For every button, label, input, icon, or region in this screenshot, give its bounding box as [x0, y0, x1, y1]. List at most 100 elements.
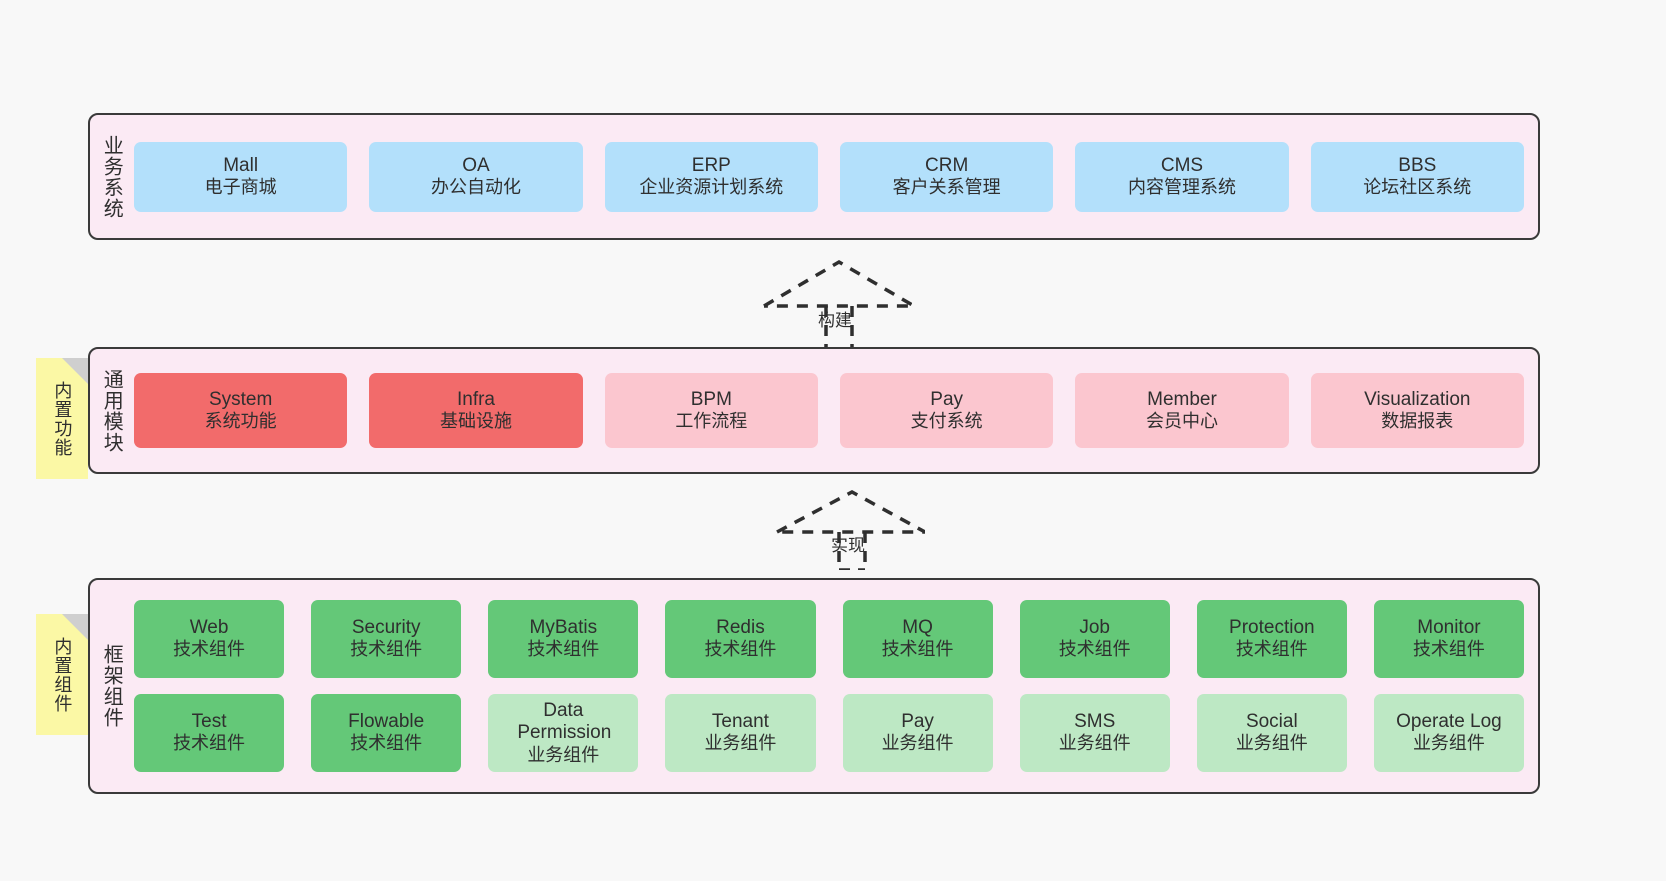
box-title-cn: 技术组件 — [881, 639, 954, 660]
box-title-cn: 系统功能 — [204, 410, 277, 431]
box-cms[interactable]: CMS 内容管理系统 — [1075, 141, 1289, 212]
box-title-en: Tenant — [711, 711, 769, 732]
box-title-en: Mall — [223, 154, 259, 176]
box-title-en: Infra — [456, 388, 495, 410]
box-bpm[interactable]: BPM 工作流程 — [604, 373, 818, 448]
box-bbs[interactable]: BBS 论坛社区系统 — [1310, 141, 1524, 212]
box-title-cn: 支付系统 — [910, 410, 983, 431]
box-mq[interactable]: MQ 技术组件 — [842, 600, 993, 678]
box-tenant[interactable]: Tenant 业务组件 — [665, 694, 816, 772]
box-title-cn: 客户关系管理 — [892, 176, 1001, 197]
connector-build-label: 构建 — [818, 311, 852, 330]
box-monitor[interactable]: Monitor 技术组件 — [1373, 600, 1524, 678]
box-pay-component[interactable]: Pay 业务组件 — [842, 694, 993, 772]
box-title-en: Test — [191, 711, 227, 732]
note-builtin-components: 内置组件 — [36, 614, 88, 735]
box-oa[interactable]: OA 办公自动化 — [369, 141, 583, 212]
box-test[interactable]: Test 技术组件 — [134, 694, 285, 772]
box-row: Mall 电子商城 OA 办公自动化 ERP 企业资源计划系统 CRM 客户关系… — [134, 141, 1524, 212]
note-label: 内置组件 — [52, 636, 73, 713]
box-title-cn: 技术组件 — [173, 733, 246, 754]
box-security[interactable]: Security 技术组件 — [311, 600, 462, 678]
box-title-cn: 数据报表 — [1381, 410, 1454, 431]
box-title-en: MyBatis — [529, 617, 598, 638]
connector-implement: 实现 — [765, 490, 925, 570]
box-title-cn: 业务组件 — [1235, 733, 1308, 754]
box-title-en: MQ — [902, 617, 933, 638]
box-title-en: Web — [189, 617, 229, 638]
note-fold-corner-icon — [62, 358, 88, 384]
box-title-en: CRM — [925, 154, 969, 176]
box-title-cn: 业务组件 — [704, 733, 777, 754]
box-system[interactable]: System 系统功能 — [134, 373, 348, 448]
box-title-cn: 技术组件 — [1235, 639, 1308, 660]
box-title-en: Data Permission — [517, 699, 612, 744]
box-title-cn: 办公自动化 — [430, 176, 521, 197]
box-mybatis[interactable]: MyBatis 技术组件 — [488, 600, 639, 678]
box-title-cn: 企业资源计划系统 — [639, 176, 784, 197]
box-title-en: BBS — [1398, 154, 1437, 176]
box-title-en: OA — [462, 154, 490, 176]
box-job[interactable]: Job 技术组件 — [1019, 600, 1170, 678]
box-title-en: ERP — [691, 154, 731, 176]
note-builtin-features: 内置功能 — [36, 358, 88, 479]
box-title-cn: 技术组件 — [1412, 639, 1485, 660]
box-title-cn: 技术组件 — [173, 639, 246, 660]
box-title-en: Monitor — [1417, 617, 1481, 638]
box-title-cn: 技术组件 — [350, 733, 423, 754]
layer-body-business-system: Mall 电子商城 OA 办公自动化 ERP 企业资源计划系统 CRM 客户关系… — [132, 115, 1538, 238]
box-member[interactable]: Member 会员中心 — [1075, 373, 1289, 448]
box-title-cn: 论坛社区系统 — [1363, 176, 1472, 197]
box-title-cn: 业务组件 — [881, 733, 954, 754]
box-title-en: Flowable — [348, 711, 425, 732]
box-title-cn: 电子商城 — [204, 176, 277, 197]
box-title-en: BPM — [690, 388, 732, 410]
box-title-en: Pay — [930, 388, 964, 410]
box-protection[interactable]: Protection 技术组件 — [1196, 600, 1347, 678]
box-title-cn: 技术组件 — [350, 639, 423, 660]
box-title-en: Redis — [716, 617, 765, 638]
box-sms[interactable]: SMS 业务组件 — [1019, 694, 1170, 772]
box-row: Web 技术组件 Security 技术组件 MyBatis 技术组件 Redi… — [134, 600, 1524, 678]
connector-implement-label: 实现 — [831, 536, 865, 555]
box-title-en: CMS — [1160, 154, 1204, 176]
box-title-cn: 技术组件 — [527, 639, 600, 660]
box-mall[interactable]: Mall 电子商城 — [134, 141, 348, 212]
connector-build: 构建 — [752, 258, 912, 350]
note-label: 内置功能 — [52, 380, 73, 457]
box-row: System 系统功能 Infra 基础设施 BPM 工作流程 Pay 支付系统… — [134, 373, 1524, 448]
layer-framework-component: 框架组件 Web 技术组件 Security 技术组件 MyBatis 技术组件… — [88, 578, 1540, 794]
box-title-en: Operate Log — [1396, 711, 1502, 732]
box-crm[interactable]: CRM 客户关系管理 — [839, 141, 1054, 212]
box-flowable[interactable]: Flowable 技术组件 — [311, 694, 462, 772]
box-title-en: System — [208, 388, 273, 410]
box-web[interactable]: Web 技术组件 — [134, 600, 285, 678]
box-title-cn: 业务组件 — [1058, 733, 1131, 754]
layer-business-system: 业务系统 Mall 电子商城 OA 办公自动化 ERP 企业资源计划系统 CRM… — [88, 113, 1540, 240]
box-row: Test 技术组件 Flowable 技术组件 Data Permission … — [134, 694, 1524, 772]
layer-title-framework-component: 框架组件 — [100, 644, 123, 728]
box-title-en: Social — [1245, 711, 1298, 732]
box-data-permission[interactable]: Data Permission 业务组件 — [488, 694, 639, 772]
box-visualization[interactable]: Visualization 数据报表 — [1310, 373, 1524, 448]
box-title-cn: 技术组件 — [704, 639, 777, 660]
box-erp[interactable]: ERP 企业资源计划系统 — [604, 141, 818, 212]
box-title-cn: 工作流程 — [675, 410, 748, 431]
box-infra[interactable]: Infra 基础设施 — [369, 373, 583, 448]
box-pay[interactable]: Pay 支付系统 — [839, 373, 1054, 448]
box-redis[interactable]: Redis 技术组件 — [665, 600, 816, 678]
layer-title-business-system: 业务系统 — [100, 134, 123, 219]
box-title-cn: 基础设施 — [439, 410, 512, 431]
layer-common-module: 通用模块 System 系统功能 Infra 基础设施 BPM 工作流程 Pay… — [88, 347, 1540, 474]
box-title-en: Security — [351, 617, 421, 638]
layer-body-framework-component: Web 技术组件 Security 技术组件 MyBatis 技术组件 Redi… — [132, 580, 1538, 792]
box-title-en: Protection — [1229, 617, 1315, 638]
box-social[interactable]: Social 业务组件 — [1196, 694, 1347, 772]
box-operate-log[interactable]: Operate Log 业务组件 — [1373, 694, 1524, 772]
box-title-cn: 业务组件 — [527, 744, 600, 765]
box-title-cn: 内容管理系统 — [1127, 176, 1236, 197]
layer-title-common-module: 通用模块 — [100, 368, 123, 453]
box-title-en: Member — [1147, 388, 1217, 410]
box-title-en: Job — [1079, 617, 1110, 638]
